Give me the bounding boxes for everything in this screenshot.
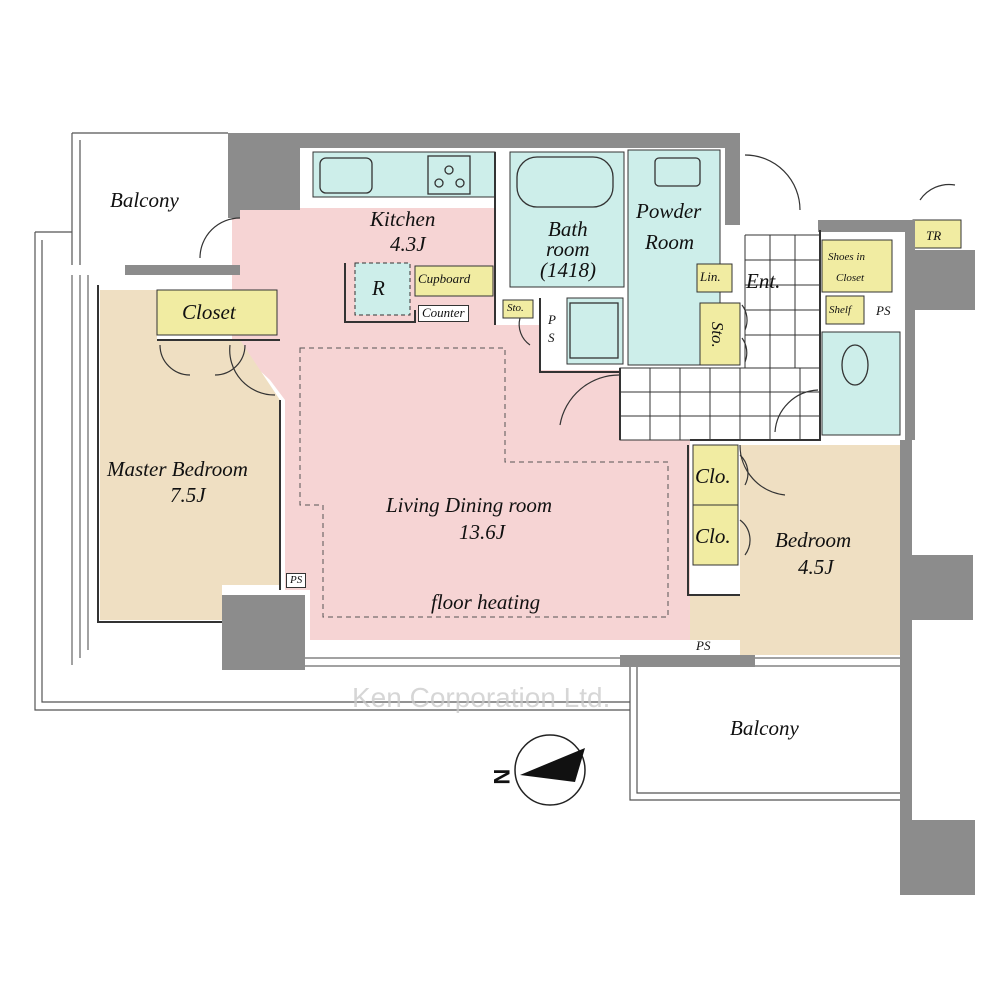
entrance-label: Ent. <box>746 269 781 293</box>
ps-vertical-s: S <box>548 330 555 345</box>
cupboard-label: Cupboard <box>418 271 471 286</box>
bath-label-2: room <box>546 237 590 261</box>
bathtub-icon <box>516 156 614 208</box>
living-size: 13.6J <box>459 520 506 544</box>
bedroom-floor <box>690 445 900 655</box>
storage-small-label: Sto. <box>507 302 524 314</box>
living-label: Living Dining room <box>386 493 553 517</box>
powder-room-label-2: Room <box>645 230 694 254</box>
compass-north-label: N <box>489 768 515 785</box>
fixtures <box>319 155 869 386</box>
kitchen-counter <box>312 151 496 198</box>
linen-closet <box>696 263 733 293</box>
column-master <box>222 595 305 670</box>
closet-bedroom-1 <box>692 444 739 506</box>
shoes-closet-label-2: Closet <box>836 272 865 284</box>
structural-walls <box>125 133 975 895</box>
refrigerator-label: R <box>372 276 385 300</box>
bath-size: (1418) <box>540 258 596 282</box>
windows <box>71 275 900 667</box>
bathroom-floor <box>509 151 625 288</box>
storage-small <box>502 299 534 319</box>
closet-2-label: Clo. <box>695 524 731 548</box>
washing-machine-icon <box>569 302 619 359</box>
storage-hall-label: Sto. <box>707 321 727 348</box>
column-bottom-right <box>900 820 975 895</box>
compass-icon <box>514 734 586 806</box>
linen-label: Lin. <box>700 269 721 284</box>
kitchen-size: 4.3J <box>390 232 426 256</box>
watermark: Ken Corporation Ltd. <box>352 682 611 713</box>
shoes-closet <box>821 239 893 293</box>
ps-entry-label: PS <box>876 303 891 318</box>
interior-walls <box>97 152 821 623</box>
powder-room-label-1: Powder <box>636 199 702 223</box>
ps-master-label: PS <box>286 573 307 588</box>
column-right <box>900 555 973 620</box>
trunk-room-label: TR <box>926 228 942 243</box>
master-bedroom-label: Master Bedroom <box>107 457 248 481</box>
cupboard <box>414 265 494 297</box>
sink-icon <box>319 157 373 194</box>
balcony-top-label: Balcony <box>110 188 179 212</box>
balcony-outline-bottom <box>629 665 900 801</box>
door-swings <box>159 154 956 556</box>
ps-bedroom-label: PS <box>696 638 711 653</box>
balcony-outline-top <box>71 132 228 265</box>
closet-bedroom-2 <box>692 504 739 566</box>
storage-hall <box>699 302 741 366</box>
floor-heating-label: floor heating <box>431 590 541 614</box>
balcony-bottom-label: Balcony <box>730 716 799 740</box>
closet-label: Closet <box>182 300 236 324</box>
counter-label: Counter <box>418 305 469 322</box>
closet-1-label: Clo. <box>695 464 731 488</box>
shelf-label: Shelf <box>829 304 851 316</box>
shelf <box>825 295 865 325</box>
ps-vertical-p: P <box>548 312 556 327</box>
bedroom-size: 4.5J <box>798 555 834 579</box>
bedroom-label: Bedroom <box>775 528 852 552</box>
closet-master <box>156 289 278 336</box>
terrace-outline <box>34 231 630 711</box>
master-bedroom-size: 7.5J <box>170 483 206 507</box>
shoes-closet-label-1: Shoes in <box>828 251 865 263</box>
washer-area <box>566 297 624 365</box>
stove-icon <box>427 155 471 195</box>
living-floor <box>232 208 690 640</box>
washbasin-icon <box>654 157 701 187</box>
bath-label-1: Bath <box>548 217 588 241</box>
refrigerator-space <box>354 262 411 316</box>
kitchen-label: Kitchen <box>370 207 436 231</box>
toilet-icon <box>841 344 869 386</box>
floor-heating-area <box>299 347 669 618</box>
